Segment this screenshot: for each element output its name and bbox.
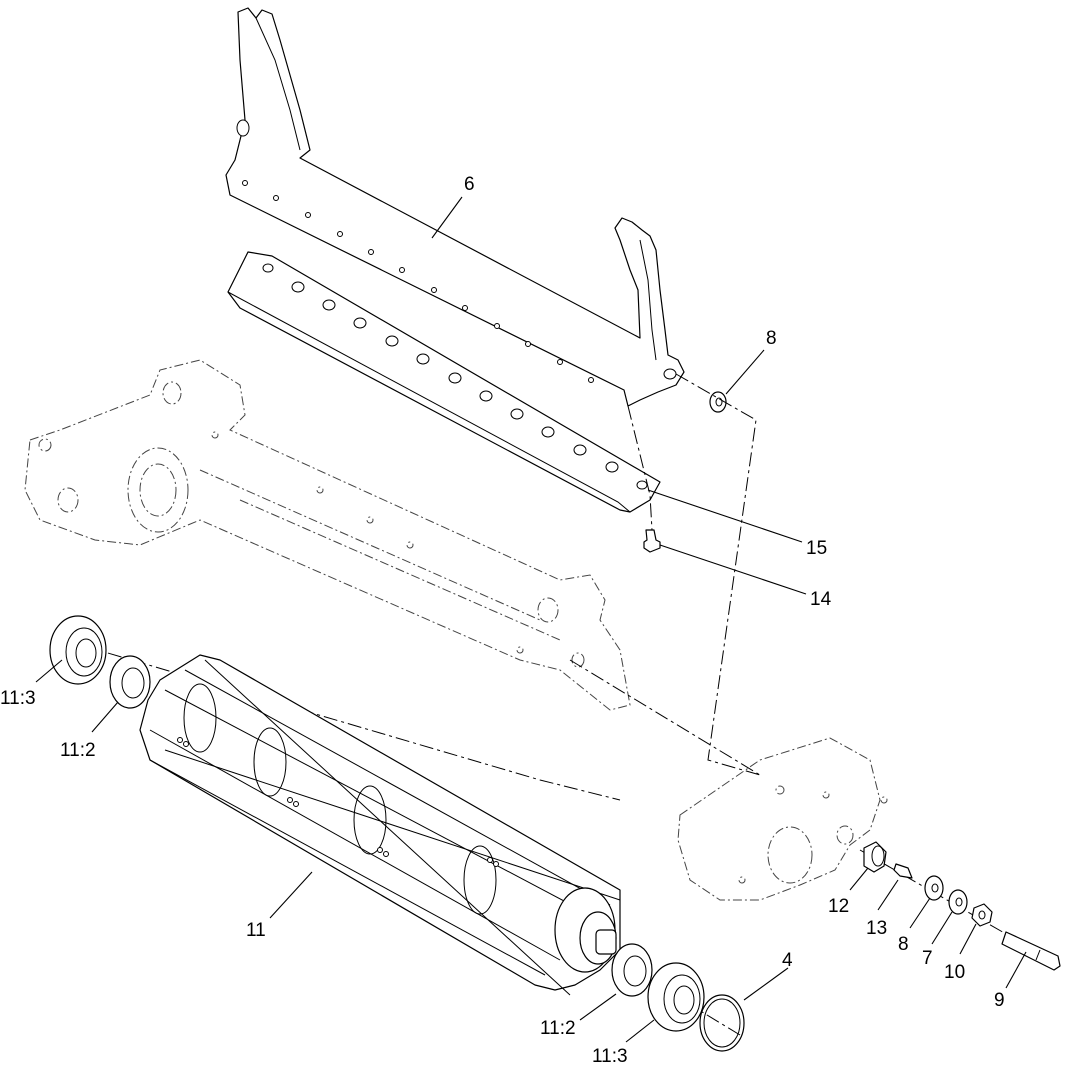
callout-part-8-bottom: 8 — [898, 934, 909, 955]
screw-part-14 — [643, 529, 661, 553]
bedknife-part-15 — [227, 251, 661, 513]
callout-part-13: 13 — [866, 918, 887, 939]
seal-part-11-2-left — [109, 655, 151, 709]
callout-part-11-2-right: 11:2 — [540, 1018, 576, 1039]
bedbar-part-6 — [225, 7, 685, 407]
spacer-part-13 — [893, 863, 913, 879]
washer-part-8-bottom — [924, 875, 944, 901]
washer-part-7 — [948, 889, 968, 915]
callout-labels: 6 8 15 14 11:3 11:2 11 12 13 8 7 10 9 4 … — [0, 174, 1005, 1067]
callout-part-8-top: 8 — [766, 328, 777, 349]
callout-part-12: 12 — [828, 896, 849, 917]
retaining-ring-part-4 — [699, 994, 745, 1052]
bearing-part-11-3-left — [49, 615, 107, 685]
callout-part-15: 15 — [806, 538, 827, 559]
bearing-part-11-3-right — [647, 962, 705, 1032]
callout-part-10: 10 — [944, 962, 965, 983]
callout-part-11-3-right: 11:3 — [592, 1046, 628, 1067]
callout-part-11-3-left: 11:3 — [0, 688, 36, 709]
callout-part-4: 4 — [782, 950, 793, 971]
callout-part-7: 7 — [922, 948, 933, 969]
leader-lines — [35, 196, 1027, 1043]
washer-part-8-top — [709, 391, 727, 413]
right-side-plate-phantom — [677, 737, 888, 901]
cutting-unit-frame-phantom — [24, 359, 631, 711]
bearing-part-12 — [863, 841, 887, 873]
reel-part-11 — [139, 654, 621, 996]
callout-part-11: 11 — [246, 920, 266, 941]
seal-part-11-2-right — [611, 943, 653, 997]
shaft-part-9 — [1001, 931, 1061, 971]
callout-part-11-2-left: 11:2 — [60, 740, 96, 761]
nut-part-10 — [971, 903, 993, 927]
callout-part-6: 6 — [464, 174, 475, 195]
callout-part-14: 14 — [810, 589, 832, 610]
callout-part-9: 9 — [994, 990, 1005, 1011]
